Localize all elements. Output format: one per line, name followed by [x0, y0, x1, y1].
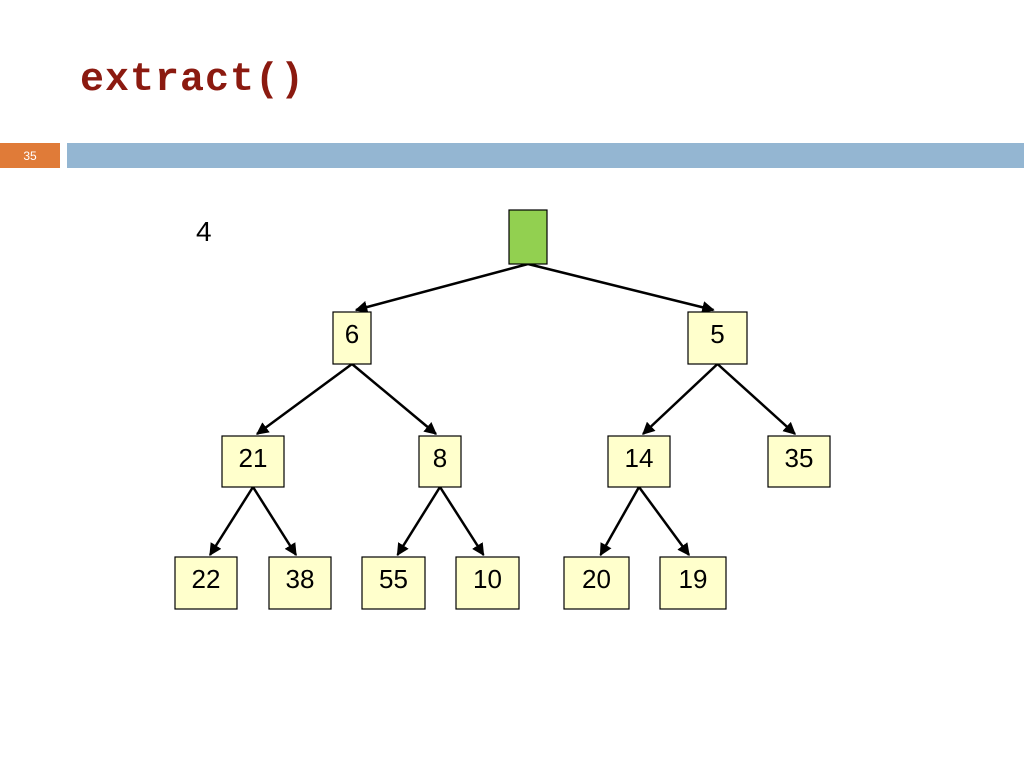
heap-node-box	[455, 556, 520, 610]
tree-edge	[637, 486, 691, 557]
heap-node: 14	[607, 435, 671, 488]
heap-node: 19	[659, 556, 727, 610]
heap-node-value: 35	[785, 443, 814, 473]
heap-node-box	[418, 435, 462, 488]
heap-node: 5	[687, 311, 748, 365]
tree-edges	[208, 262, 796, 557]
heap-node: 20	[563, 556, 630, 610]
heap-node-value: 14	[625, 443, 654, 473]
tree-edge	[438, 486, 485, 557]
heap-node-box	[221, 435, 285, 488]
tree-edge	[251, 486, 298, 557]
tree-edge	[255, 362, 353, 436]
heap-node: 35	[767, 435, 831, 488]
heap-node-value: 22	[192, 564, 221, 594]
tree-edge	[599, 486, 641, 557]
tree-edge	[354, 262, 529, 314]
heap-node-box	[659, 556, 727, 610]
heap-node-value: 6	[345, 319, 359, 349]
heap-node-box	[607, 435, 671, 488]
heap-node-value: 10	[473, 564, 502, 594]
tree-edge	[351, 363, 437, 435]
extracted-value-label: 4	[196, 216, 212, 247]
heap-node-value: 21	[239, 443, 268, 473]
heap-node-value: 55	[379, 564, 408, 594]
heap-node-box	[361, 556, 426, 610]
heap-node-value: 8	[433, 443, 447, 473]
slide-title: extract()	[80, 58, 306, 103]
tree-edge	[642, 363, 719, 435]
title-rule	[67, 143, 1024, 168]
heap-root-node	[508, 209, 548, 265]
heap-node: 55	[361, 556, 426, 610]
heap-node-box	[687, 311, 748, 365]
heap-node-box	[767, 435, 831, 488]
heap-node-box	[563, 556, 630, 610]
tree-edge	[396, 486, 442, 557]
heap-node-box	[268, 556, 332, 610]
heap-node-value: 38	[286, 564, 315, 594]
tree-edge	[208, 486, 255, 557]
tree-edge	[716, 363, 796, 435]
heap-node: 6	[332, 311, 372, 365]
heap-node-value: 5	[710, 319, 724, 349]
tree-nodes: 6 5 21 8 14 35 22 38 55 10 20 19	[174, 209, 831, 610]
heap-node-value: 19	[679, 564, 708, 594]
heap-node-box	[332, 311, 372, 365]
heap-node: 8	[418, 435, 462, 488]
tree-edge	[527, 262, 715, 314]
page-number-badge: 35	[0, 143, 60, 168]
heap-node-box	[174, 556, 238, 610]
heap-node-value: 20	[582, 564, 611, 594]
heap-node: 22	[174, 556, 238, 610]
heap-root-box	[508, 209, 548, 265]
heap-node: 10	[455, 556, 520, 610]
heap-node: 21	[221, 435, 285, 488]
heap-node: 38	[268, 556, 332, 610]
